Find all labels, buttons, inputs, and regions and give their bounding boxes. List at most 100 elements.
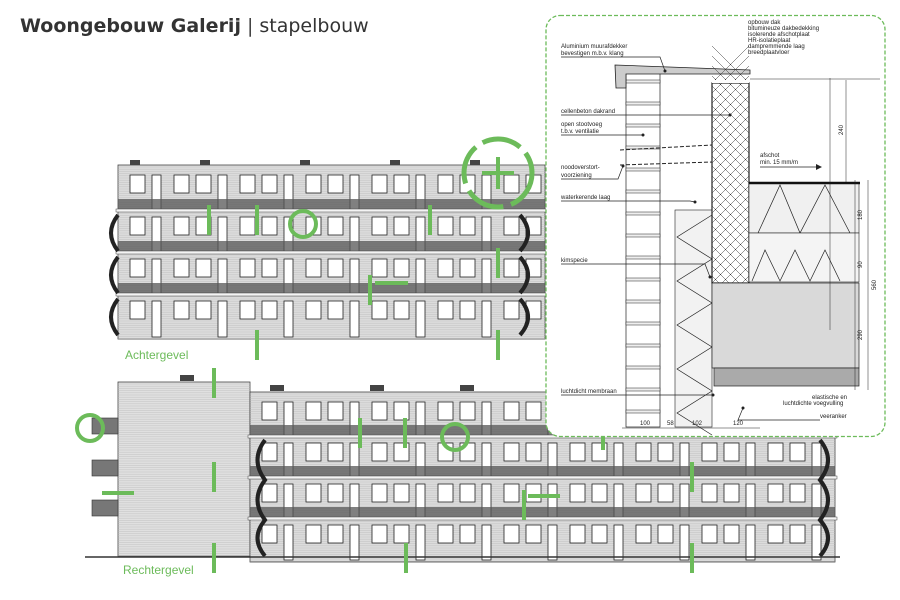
roof-vent <box>390 160 400 165</box>
hatch <box>711 165 750 204</box>
hatch <box>711 65 750 104</box>
window <box>393 524 410 544</box>
spiral-stair <box>518 255 530 295</box>
window <box>371 216 388 236</box>
gallery-railing <box>118 241 545 251</box>
window <box>393 401 410 421</box>
leader-dot <box>741 406 745 410</box>
spiral-stair <box>109 255 120 295</box>
window <box>129 258 146 278</box>
leader-line <box>561 200 696 203</box>
leader-line <box>561 165 624 180</box>
window <box>371 258 388 278</box>
window <box>393 174 410 194</box>
mortar-joint <box>625 365 661 370</box>
dimension-bottom: 100 <box>640 421 651 427</box>
wall-cap <box>614 64 751 89</box>
window <box>657 524 674 544</box>
door <box>811 524 822 561</box>
slope-label: afschot <box>760 153 780 159</box>
mortar-joint <box>625 321 661 326</box>
window <box>327 524 344 544</box>
hatch <box>711 235 750 274</box>
window <box>569 442 586 462</box>
wall-cap-label: bevestigen m.b.v. klang <box>561 51 624 57</box>
hatch <box>711 155 750 194</box>
window <box>393 216 410 236</box>
window <box>767 524 784 544</box>
mortar-joint <box>625 409 661 414</box>
window <box>767 442 784 462</box>
hr-insulation <box>748 232 860 283</box>
door <box>283 524 294 561</box>
roof-vent <box>470 160 480 165</box>
wall-cap-label: Aluminium muurafdekker <box>561 44 627 50</box>
insulation-zigzag <box>751 249 841 282</box>
spiral-stair <box>255 438 268 558</box>
gallery-floor <box>115 250 548 255</box>
window <box>327 258 344 278</box>
window <box>261 442 278 462</box>
spiral-stair <box>518 213 530 253</box>
door <box>613 524 624 561</box>
rear-elevation-label: Achtergevel <box>125 348 189 362</box>
window <box>173 216 190 236</box>
leader-dot <box>708 275 712 279</box>
window <box>591 524 608 544</box>
door <box>217 300 228 338</box>
spiral-stair <box>109 297 120 337</box>
window <box>437 216 454 236</box>
leader-line <box>737 407 820 421</box>
parapet-label: cellenbeton dakrand <box>561 109 615 115</box>
roof-build-up-text: HR-isolatieplaat <box>748 38 791 44</box>
cavity-insulation <box>674 209 713 428</box>
mortar-joint <box>625 79 661 84</box>
window <box>305 524 322 544</box>
door <box>415 524 426 561</box>
joint-label: luchtdichte voegvulling <box>783 401 843 407</box>
hatch <box>711 55 750 94</box>
window <box>635 483 652 503</box>
window <box>239 174 256 194</box>
gallery-railing <box>118 199 545 209</box>
dimension-right: 90 <box>858 261 864 268</box>
window <box>635 524 652 544</box>
mortar-joint <box>625 277 661 282</box>
mortar-joint <box>625 167 661 172</box>
gallery-railing <box>118 283 545 293</box>
window <box>701 483 718 503</box>
window <box>327 216 344 236</box>
tie-label: veeranker <box>820 414 847 420</box>
roof-vent <box>200 160 210 165</box>
window <box>371 442 388 462</box>
door <box>349 524 360 561</box>
leader-dot <box>621 164 625 168</box>
hatch <box>711 105 750 144</box>
window <box>569 483 586 503</box>
window <box>261 401 278 421</box>
roof-build-up-text: opbouw dak <box>748 20 781 26</box>
door <box>283 300 294 338</box>
window <box>789 483 806 503</box>
window <box>525 483 542 503</box>
window <box>723 442 740 462</box>
mortar-joint <box>625 387 661 392</box>
overflow-label: voorziening <box>561 173 592 179</box>
window <box>459 216 476 236</box>
window <box>393 258 410 278</box>
hatch <box>711 245 750 284</box>
window <box>261 300 278 320</box>
window <box>503 174 520 194</box>
mortar-joint <box>625 189 661 194</box>
window <box>371 174 388 194</box>
door <box>415 300 426 338</box>
window <box>195 258 212 278</box>
balcony <box>91 417 119 435</box>
hatch-mask <box>712 80 749 83</box>
window <box>261 524 278 544</box>
window <box>305 300 322 320</box>
bedding-label: kimspecie <box>561 258 588 264</box>
window <box>701 442 718 462</box>
